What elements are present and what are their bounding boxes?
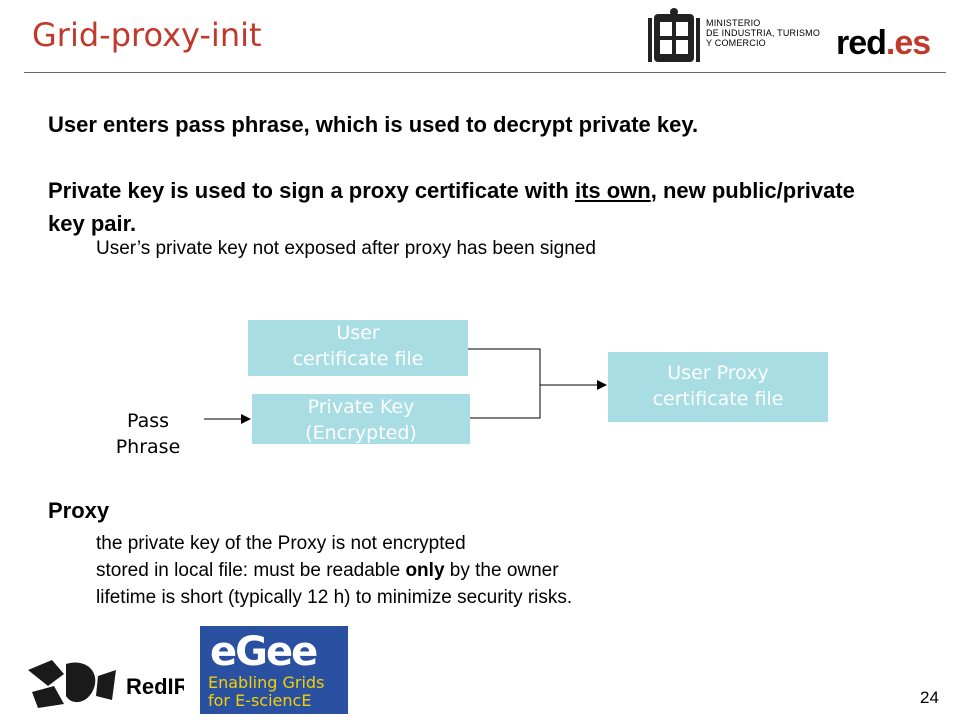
private-key-box: Private Key (Encrypted)	[252, 394, 470, 444]
red-es-logo: red.es	[836, 24, 931, 62]
user-certificate-box: User certificate file	[248, 320, 468, 376]
proxy-points: the private key of the Proxy is not encr…	[96, 530, 572, 611]
user-proxy-certificate-box: User Proxy certificate file	[608, 352, 828, 422]
egee-logo: eGee Enabling Grids for E-sciencE	[200, 626, 348, 714]
egee-wordmark: eGee	[210, 629, 318, 675]
sub-point-not-exposed: User’s private key not exposed after pro…	[96, 238, 596, 259]
spain-coat-of-arms-icon	[648, 8, 700, 62]
svg-text:RedIRIS: RedIRIS	[126, 674, 184, 699]
page-number: 24	[920, 688, 939, 707]
ministry-label: MINISTERIO DE INDUSTRIA, TURISMO Y COMER…	[706, 18, 821, 48]
rediris-logo: RedIRIS	[28, 660, 184, 708]
proxy-heading: Proxy	[48, 498, 110, 523]
proxy-point-1: the private key of the Proxy is not encr…	[96, 533, 466, 554]
slide-title: Grid-proxy-init	[32, 16, 262, 54]
paragraph-private-key: Private key is used to sign a proxy cert…	[48, 178, 855, 236]
egee-tagline: Enabling Grids for E-sciencE	[208, 673, 325, 710]
its-own-underlined: its own	[574, 178, 651, 203]
proxy-point-2: stored in local file: must be readable o…	[96, 560, 559, 581]
pass-phrase-label: Pass Phrase	[115, 410, 181, 458]
proxy-point-3: lifetime is short (typically 12 h) to mi…	[96, 587, 573, 608]
header-divider	[24, 72, 946, 73]
paragraph-pass-phrase: User enters pass phrase, which is used t…	[48, 112, 699, 137]
